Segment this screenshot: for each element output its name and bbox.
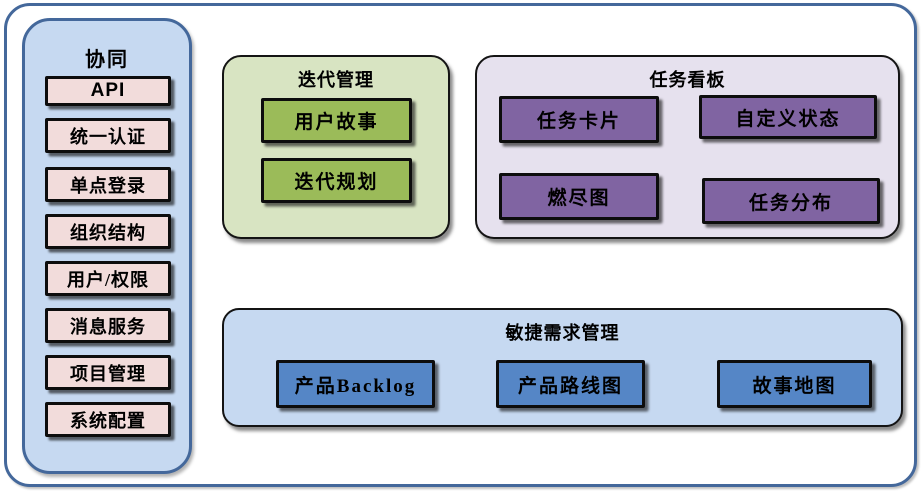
item-task-distribution: 任务分布 — [702, 178, 880, 224]
item-product-roadmap: 产品路线图 — [496, 360, 645, 408]
item-user-story: 用户故事 — [261, 98, 412, 143]
sidebar-item-org-structure: 组织结构 — [45, 214, 171, 249]
agile-requirements-panel: 敏捷需求管理 产品Backlog 产品路线图 故事地图 — [222, 308, 903, 427]
sidebar-item-unified-auth: 统一认证 — [45, 118, 171, 153]
item-custom-status: 自定义状态 — [699, 95, 877, 139]
sidebar-collaboration-panel: 协同 API 统一认证 单点登录 组织结构 用户/权限 消息服务 项目管理 系统… — [22, 18, 192, 474]
iteration-management-title: 迭代管理 — [298, 70, 374, 90]
sidebar-item-system-config: 系统配置 — [45, 402, 171, 437]
sidebar-item-project-management: 项目管理 — [45, 355, 171, 390]
item-story-map: 故事地图 — [717, 360, 872, 408]
item-product-backlog: 产品Backlog — [276, 360, 435, 408]
task-board-panel: 任务看板 任务卡片 自定义状态 燃尽图 任务分布 — [475, 55, 900, 239]
item-iteration-planning: 迭代规划 — [261, 158, 412, 203]
item-task-card: 任务卡片 — [499, 96, 659, 143]
diagram-frame: 协同 API 统一认证 单点登录 组织结构 用户/权限 消息服务 项目管理 系统… — [4, 3, 917, 487]
sidebar-item-single-sign-on: 单点登录 — [45, 167, 171, 202]
item-burndown-chart: 燃尽图 — [499, 173, 659, 220]
sidebar-title: 协同 — [85, 49, 129, 71]
task-board-title: 任务看板 — [649, 70, 726, 90]
agile-requirements-title: 敏捷需求管理 — [505, 323, 620, 343]
sidebar-item-user-permissions: 用户/权限 — [45, 261, 171, 296]
iteration-management-panel: 迭代管理 用户故事 迭代规划 — [222, 55, 450, 239]
sidebar-item-api: API — [45, 76, 171, 106]
sidebar-item-message-service: 消息服务 — [45, 308, 171, 343]
